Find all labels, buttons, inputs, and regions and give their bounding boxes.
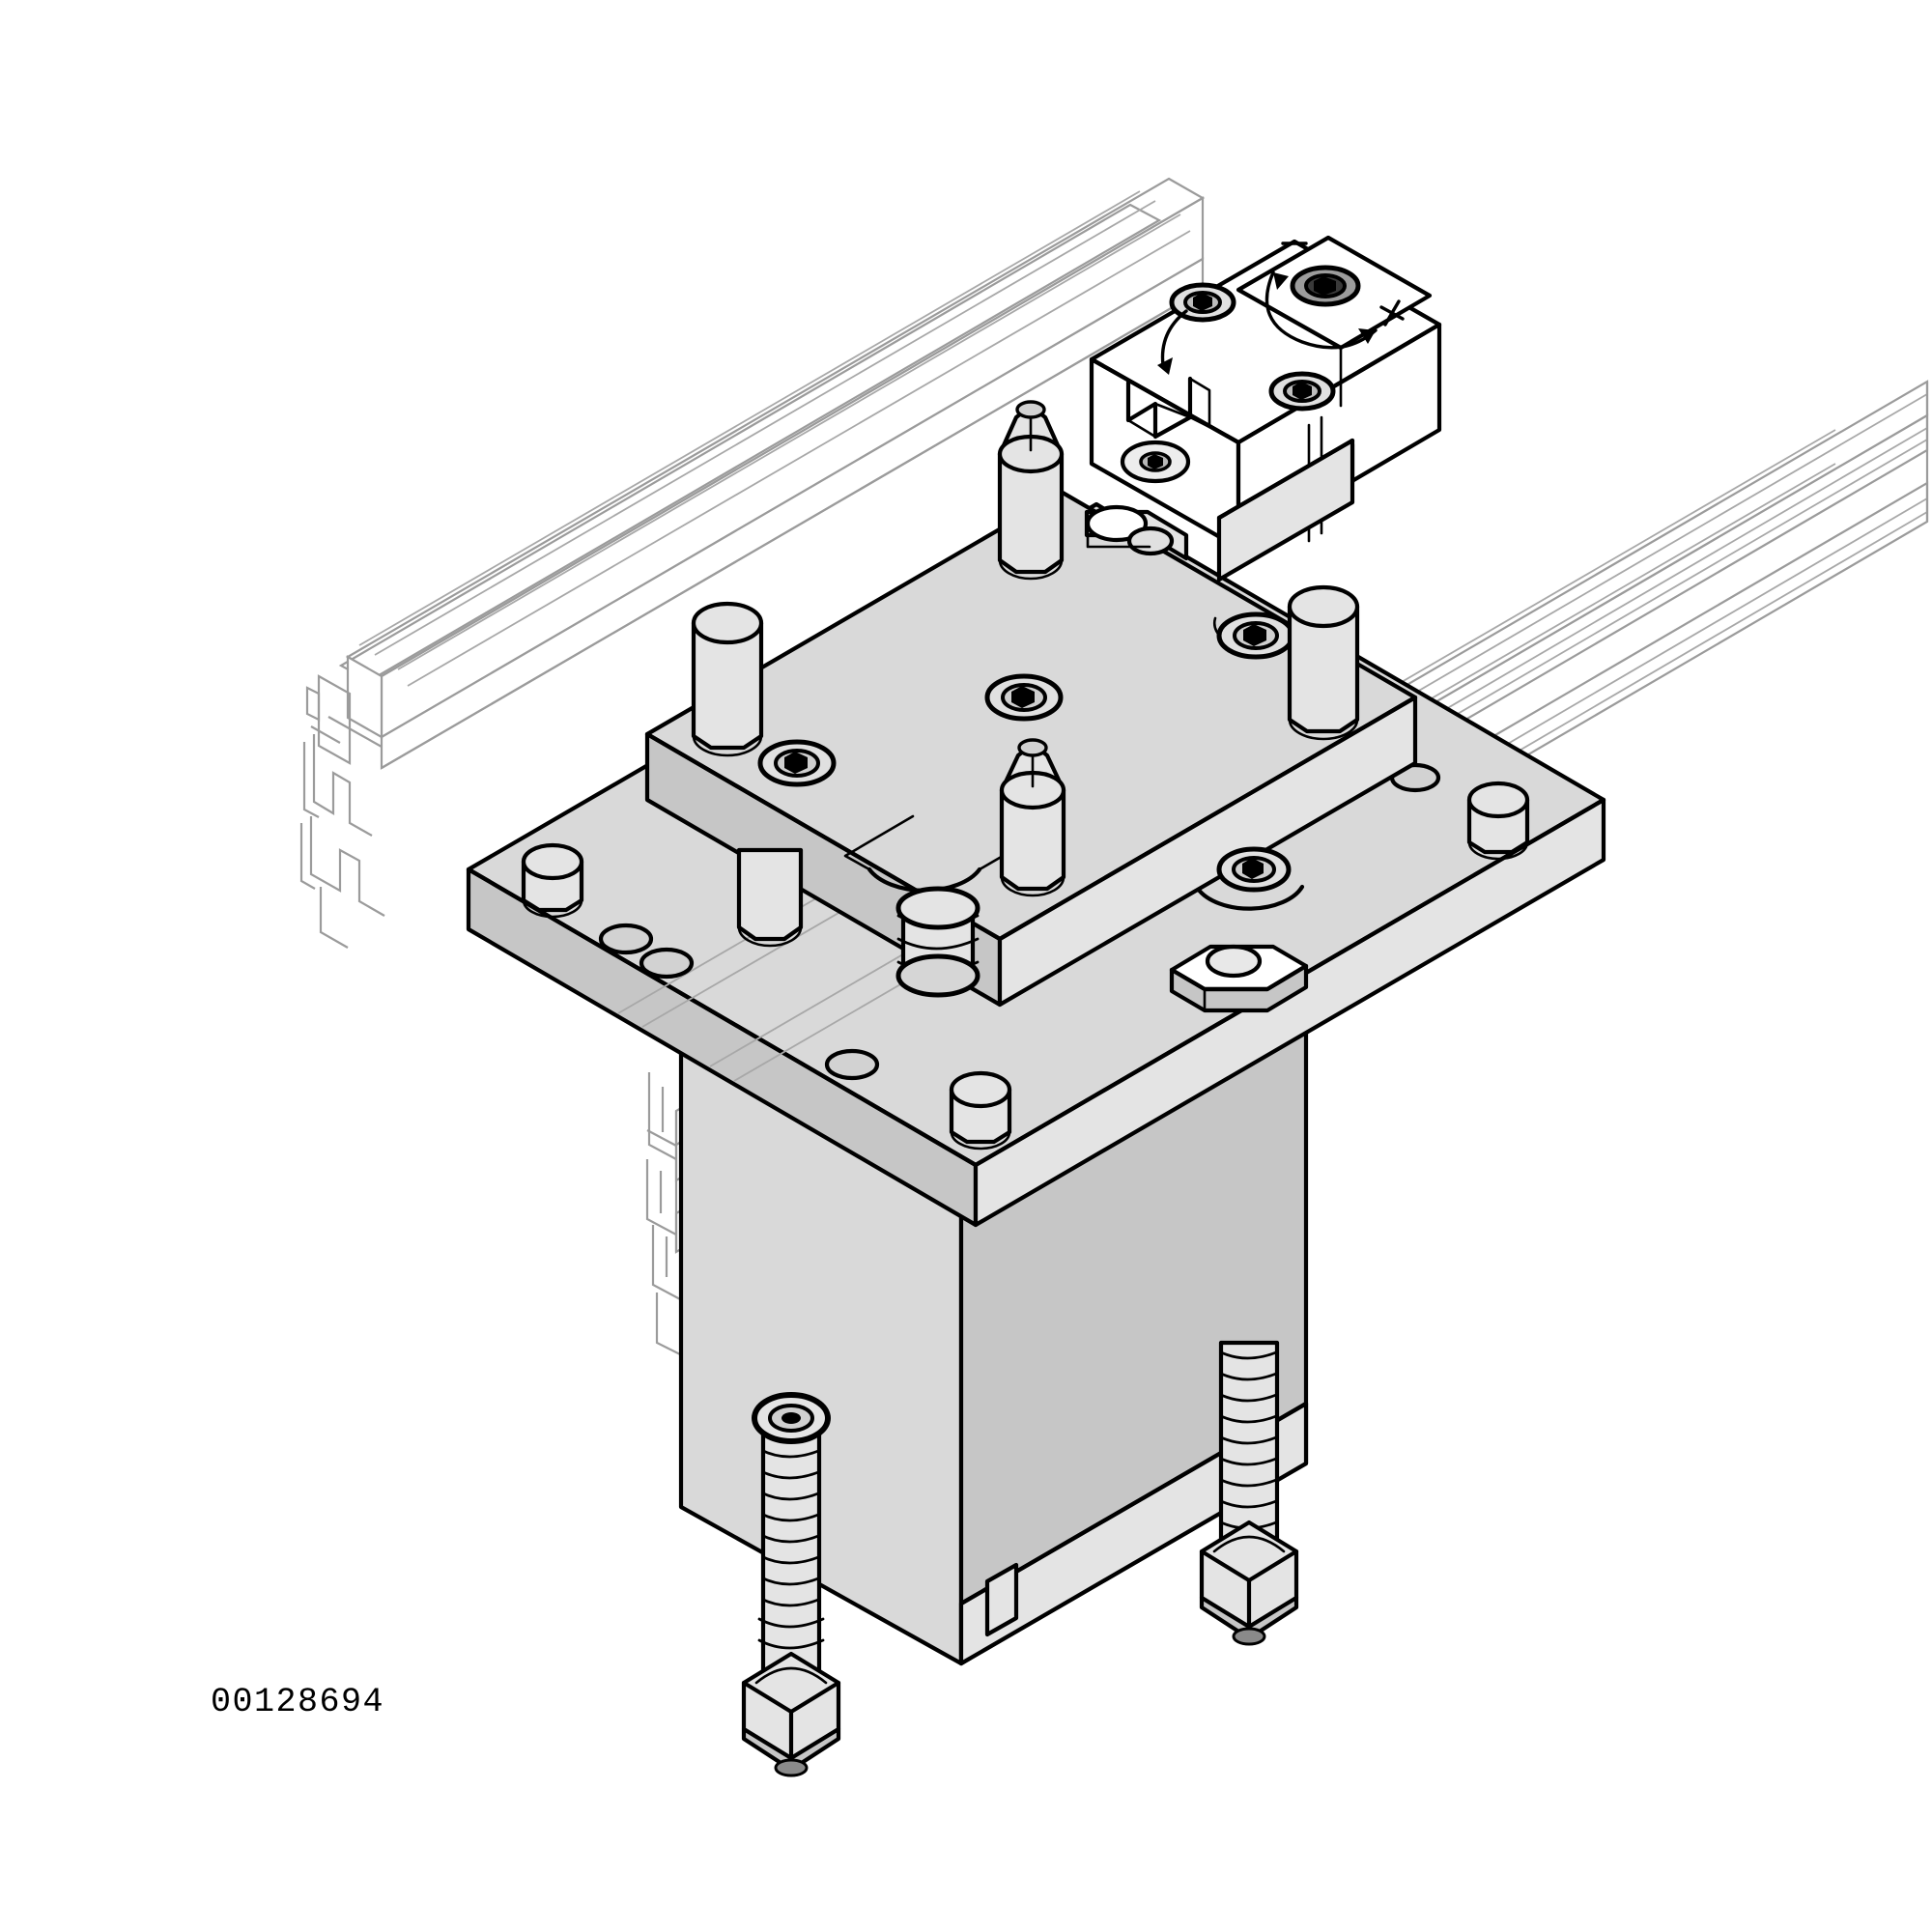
plus-sign-icon	[1379, 299, 1405, 327]
through-hole	[824, 1048, 880, 1081]
aluminium-profile-rail-rear	[299, 177, 1206, 949]
countersunk-socket-screw	[984, 673, 1064, 722]
slotted-boss	[1084, 504, 1189, 561]
socket-screw	[1120, 440, 1191, 484]
countersunk-socket-screw	[1216, 846, 1292, 893]
locating-dowel-pin	[691, 601, 764, 757]
through-hole	[598, 923, 654, 955]
conical-tip-screw	[999, 738, 1066, 897]
locating-dowel-pin	[736, 847, 804, 948]
countersunk-socket-screw	[757, 739, 837, 787]
through-hole	[639, 947, 695, 980]
threaded-stud-left	[741, 1392, 841, 1777]
rotation-direction-annotation	[1264, 242, 1405, 350]
conical-tip-screw	[997, 400, 1065, 581]
threaded-stud-center	[895, 886, 980, 998]
upper-mounting-plate	[644, 490, 1418, 1008]
socket-screw	[1290, 265, 1361, 307]
part-number-label: 00128694	[211, 1683, 385, 1721]
locating-dowel-pin	[521, 842, 584, 919]
socket-screw	[1268, 371, 1336, 412]
locating-dowel-pin	[949, 1070, 1012, 1151]
countersunk-socket-screw	[1216, 611, 1295, 660]
mounting-lug	[1216, 438, 1355, 582]
locating-dowel-pin	[1466, 781, 1530, 861]
threaded-stud-right	[1199, 1340, 1299, 1646]
t-slot-sliding-nut[interactable]	[1169, 944, 1309, 1013]
locating-dowel-pin	[1287, 584, 1360, 741]
